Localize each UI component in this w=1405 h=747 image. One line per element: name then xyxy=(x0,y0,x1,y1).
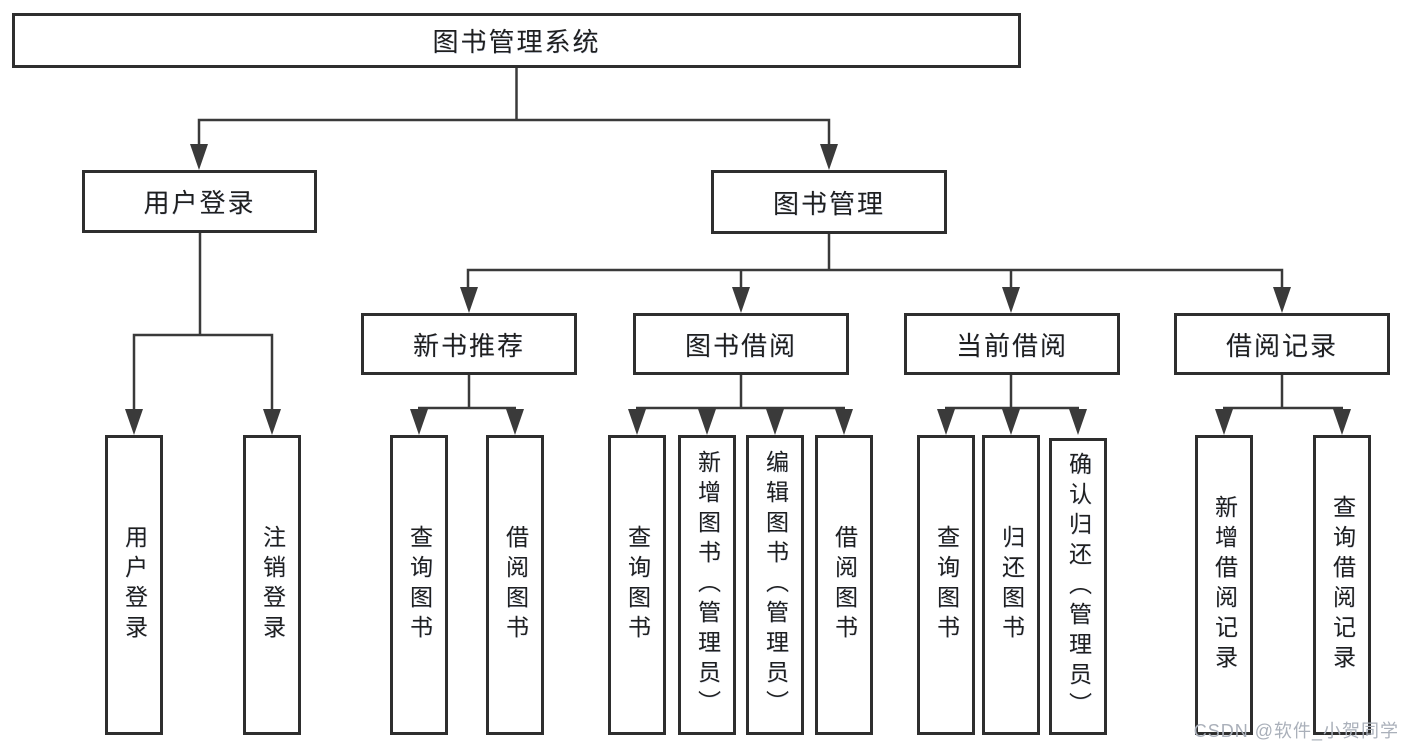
node-book-management: 图书管理 xyxy=(711,170,947,234)
node-query-books-current: 查询图书 xyxy=(917,435,975,735)
node-add-book-admin: 新增图书（管理员） xyxy=(678,435,736,735)
node-label: 编辑图书（管理员） xyxy=(762,450,789,720)
node-label: 图书管理系统 xyxy=(432,27,601,57)
node-book-borrowing: 图书借阅 xyxy=(633,313,849,375)
node-confirm-return-admin: 确认归还（管理员） xyxy=(1049,438,1107,735)
node-user-login: 用户登录 xyxy=(82,170,317,233)
node-label: 用户登录 xyxy=(143,188,256,218)
node-borrow-books-borrowing: 借阅图书 xyxy=(815,435,873,735)
node-label: 新增借阅记录 xyxy=(1211,495,1238,675)
node-label: 当前借阅 xyxy=(955,330,1068,361)
node-label: 查询图书 xyxy=(933,525,960,645)
node-label: 查询图书 xyxy=(624,525,651,645)
node-library-management-system: 图书管理系统 xyxy=(12,13,1021,68)
csdn-watermark: CSDN @软件_小贺同学 xyxy=(1193,721,1399,741)
node-label: 借阅记录 xyxy=(1225,330,1338,361)
node-label: 借阅图书 xyxy=(831,525,858,645)
node-label: 借阅图书 xyxy=(502,525,529,645)
node-label: 归还图书 xyxy=(998,525,1025,645)
node-label: 注销登录 xyxy=(259,525,286,645)
node-borrow-books-recommend: 借阅图书 xyxy=(486,435,544,735)
node-label: 图书借阅 xyxy=(684,330,797,361)
node-user-login-leaf: 用户登录 xyxy=(105,435,163,735)
node-logout: 注销登录 xyxy=(243,435,301,735)
node-return-books: 归还图书 xyxy=(982,435,1040,735)
node-label: 图书管理 xyxy=(772,188,885,219)
node-label: 新增图书（管理员） xyxy=(694,450,721,720)
node-borrowing-records: 借阅记录 xyxy=(1174,313,1390,375)
node-label: 确认归还（管理员） xyxy=(1065,451,1092,722)
arrowheads xyxy=(125,144,1351,435)
node-new-book-recommend: 新书推荐 xyxy=(361,313,577,375)
node-label: 用户登录 xyxy=(121,525,148,645)
node-current-borrowing: 当前借阅 xyxy=(904,313,1120,375)
node-edit-book-admin: 编辑图书（管理员） xyxy=(746,435,804,735)
node-label: 查询图书 xyxy=(406,525,433,645)
node-label: 查询借阅记录 xyxy=(1329,495,1356,675)
node-query-books-borrowing: 查询图书 xyxy=(608,435,666,735)
node-add-borrow-record: 新增借阅记录 xyxy=(1195,435,1253,735)
node-label: 新书推荐 xyxy=(412,330,525,361)
node-query-books-recommend: 查询图书 xyxy=(390,435,448,735)
node-query-borrow-record: 查询借阅记录 xyxy=(1313,435,1371,735)
